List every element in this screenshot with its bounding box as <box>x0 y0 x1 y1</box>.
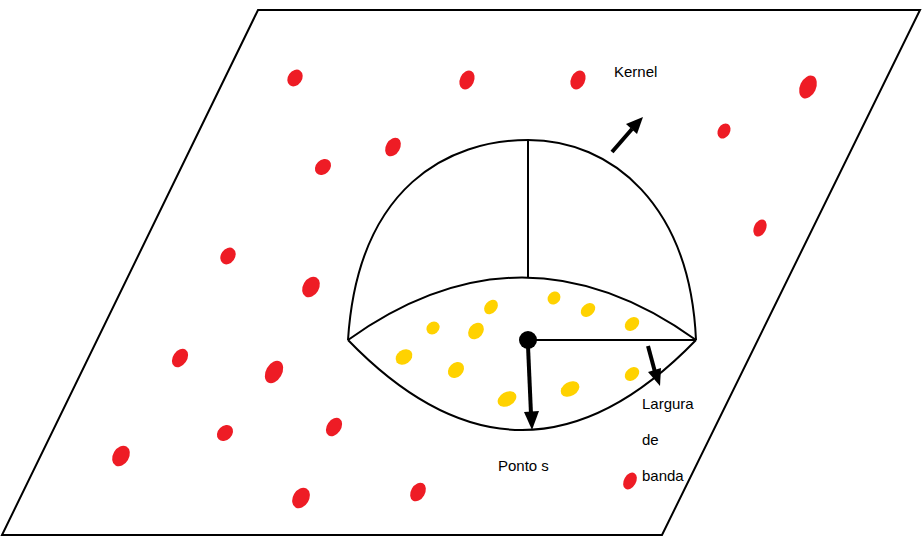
pointer-arrows <box>524 117 661 430</box>
plane <box>2 10 920 535</box>
bandwidth-label: Largura de banda <box>642 386 698 494</box>
kernel-label: Kernel <box>614 62 657 82</box>
point-label: Ponto s <box>498 456 549 476</box>
yellow-points <box>393 289 642 410</box>
red-points <box>109 67 821 512</box>
kernel-dome <box>348 140 696 430</box>
